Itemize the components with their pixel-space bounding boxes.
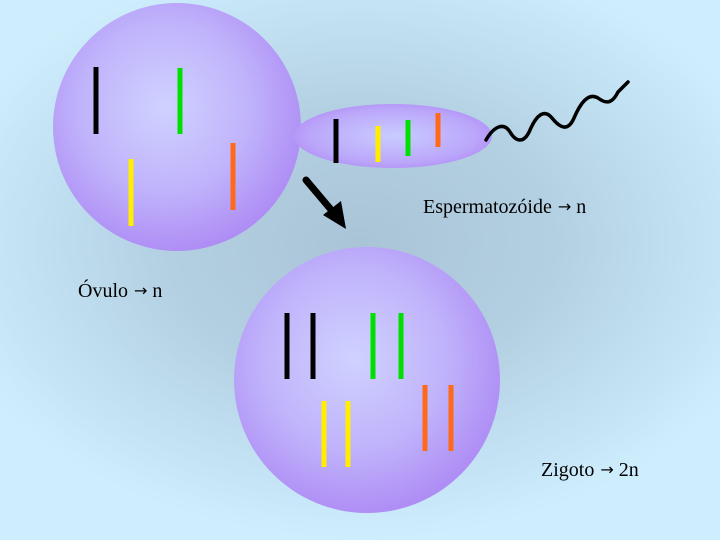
zigoto-ploidy: 2n — [618, 459, 639, 481]
ovulo-ploidy: n — [152, 280, 163, 302]
right-arrow-icon: → — [557, 197, 572, 216]
sperm-flagellum — [484, 80, 630, 142]
ovulo-membrane — [53, 3, 301, 251]
zigoto-cell — [234, 247, 500, 513]
right-arrow-icon: → — [134, 281, 148, 300]
espermatozoide-name: Espermatozóide — [423, 196, 552, 218]
zigoto-label: Zigoto →2n — [541, 460, 639, 480]
right-arrow-icon: → — [600, 460, 614, 479]
ovulo-label: Óvulo →n — [78, 281, 162, 301]
espermatozoide-cell — [294, 80, 630, 168]
fertilization-arrow — [302, 176, 346, 229]
ovulo-cell — [53, 3, 301, 251]
arrow-head — [323, 201, 346, 229]
zigoto-membrane — [234, 247, 500, 513]
ovulo-name: Óvulo — [78, 280, 128, 302]
espermatozoide-label: Espermatozóide →n — [423, 197, 586, 217]
sperm-head — [294, 104, 492, 168]
arrow-shaft — [302, 176, 337, 216]
espermatozoide-ploidy: n — [576, 196, 587, 218]
zigoto-name: Zigoto — [541, 459, 595, 481]
